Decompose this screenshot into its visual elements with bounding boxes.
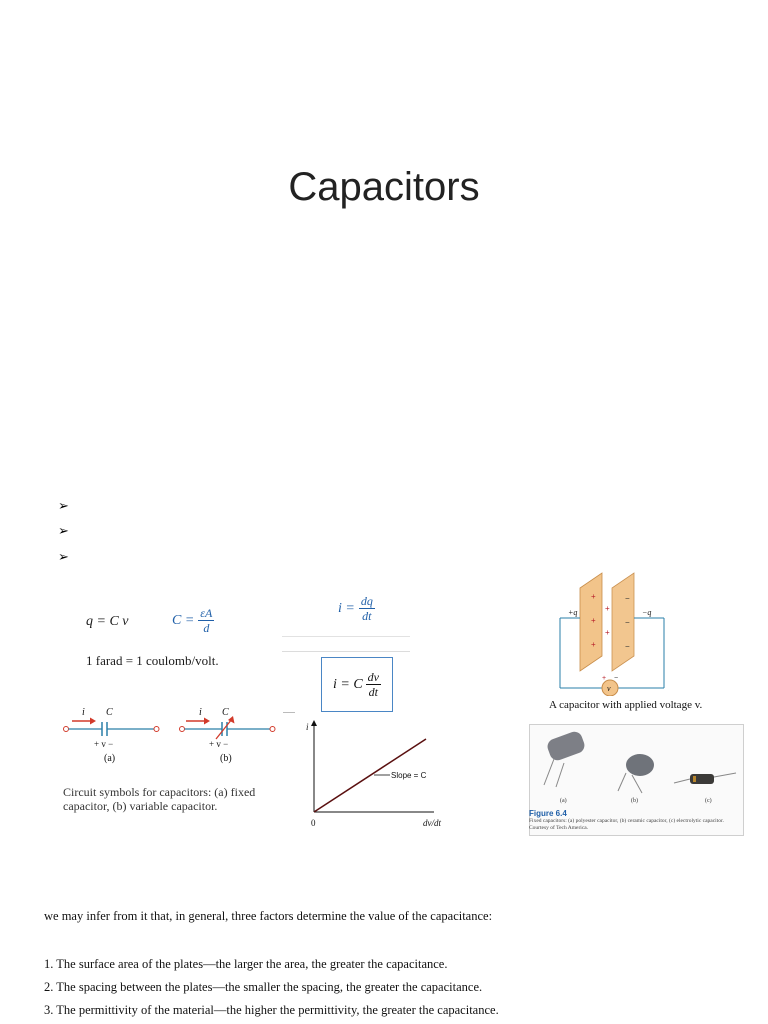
bullet-marker-3: ➢ [58,549,69,564]
capacitor-voltage-diagram: + + + + + − − − v +q −q + − [559,572,665,696]
arrowhead-icon [90,717,96,725]
lead-wire [617,772,627,792]
slope-line [313,738,427,813]
boxed-numerator: dv [365,670,381,685]
variable-arrow-icon [215,718,233,740]
circuit-symbols-caption: Circuit symbols for capacitors: (a) fixe… [63,785,255,813]
ceramic-capacitor-icon [626,754,654,776]
arrowhead-icon [204,717,210,725]
photo-label-b: (b) [631,797,638,804]
polyester-capacitor-icon [547,731,585,761]
lead-wire [543,758,555,786]
origin-label: 0 [311,818,316,828]
lead-wire [631,774,643,794]
boxed-denominator: dt [368,685,378,699]
circuit-symbols-figure: i C + v − (a) i C + v − (b) [63,707,276,764]
lead-wire [555,762,565,788]
boxed-formula-content: i = C dv dt [333,670,381,699]
divider-line [282,636,410,637]
capacitance-denominator: d [203,621,210,635]
capacitor-photo-figure: (a) (b) (c) [529,724,744,836]
figure-caption-line: Fixed capacitors: (a) polyester capacito… [529,818,724,824]
lead-wire [673,778,691,784]
plus-sign-icon: + [605,604,610,613]
current-lhs: i = [338,600,355,616]
capacitor-label: C [106,707,113,718]
current-numerator: dq [358,594,375,609]
plus-sign-icon: + [591,640,596,649]
current-label: i [82,707,85,718]
plus-sign-icon: + [591,592,596,601]
plus-sign-icon: + [605,628,610,637]
charge-equation: q = C v [86,614,129,629]
figure-label-b: (b) [220,753,232,764]
current-denominator: dt [362,609,372,623]
source-label: v [607,684,611,693]
minus-sign-icon: − [625,642,630,651]
bullet-marker-1: ➢ [58,498,69,513]
photo-figure-caption: Figure 6.4 Fixed capacitors: (a) polyest… [529,809,744,832]
caption-line: Circuit symbols for capacitors: (a) fixe… [63,785,256,799]
boxed-fraction: dv dt [365,670,381,699]
slide-title: Capacitors [288,165,480,209]
figure-caption-line: Courtesy of Tech America. [529,825,589,831]
terminal-icon [153,726,160,732]
factor-item-2: 2. The spacing between the plates—the sm… [44,980,483,994]
negative-charge-label: −q [642,608,651,617]
divider-line [283,712,295,713]
terminal-icon [179,726,185,732]
photo-label-c: (c) [705,797,712,804]
positive-charge-label: +q [568,608,577,617]
boxed-current-formula: i = C dv dt [321,657,393,712]
current-label: i [199,707,202,718]
voltage-polarity: + v − [94,739,113,749]
slope-label: Slope = C [391,771,427,780]
current-formula: i = dq dt [338,594,375,623]
bullet-marker-2: ➢ [58,523,69,538]
intro-paragraph: we may infer from it that, in general, t… [44,909,493,923]
capacitance-numerator: εA [198,606,215,621]
figure-title: Figure 6.4 [529,809,567,818]
plus-sign-icon: + [591,616,596,625]
arrowhead-icon [228,716,235,724]
terminal-icon [269,726,276,732]
capacitor-photos: (a) (b) (c) [543,731,737,804]
minus-sign-icon: − [625,618,630,627]
caption-line: capacitor, (b) variable capacitor. [63,799,218,813]
voltage-polarity: + v − [209,739,228,749]
plus-sign-icon: + [602,675,606,682]
divider-line [282,651,410,652]
capacitance-fraction: εA d [198,606,215,635]
capacitor-diagram-caption: A capacitor with applied voltage v. [549,699,703,711]
x-axis-label: dv/dt [423,818,441,828]
factor-item-3: 3. The permittivity of the material—the … [44,1003,499,1017]
capacitance-lhs: C = [172,612,195,628]
positive-plate [579,572,603,672]
capacitor-label: C [222,707,229,718]
capacitance-formula: C = εA d [172,606,215,635]
negative-plate [611,572,635,672]
y-axis-label: i [306,722,309,732]
boxed-lhs: i = C [332,676,363,692]
terminal-icon [63,726,69,732]
current-slope-graph: i 0 dv/dt Slope = C [306,720,441,828]
lead-wire [713,772,737,778]
minus-sign-icon: − [625,594,630,603]
figure-label-a: (a) [104,753,115,764]
photo-label-a: (a) [560,797,567,804]
voltage-source-icon [601,679,619,696]
current-fraction: dq dt [358,594,375,623]
electrolytic-band [693,776,696,782]
axis-arrowhead-icon [311,720,317,726]
minus-sign-icon: − [614,675,618,682]
factor-item-1: 1. The surface area of the plates—the la… [44,957,448,971]
farad-definition: 1 farad = 1 coulomb/volt. [86,653,219,668]
